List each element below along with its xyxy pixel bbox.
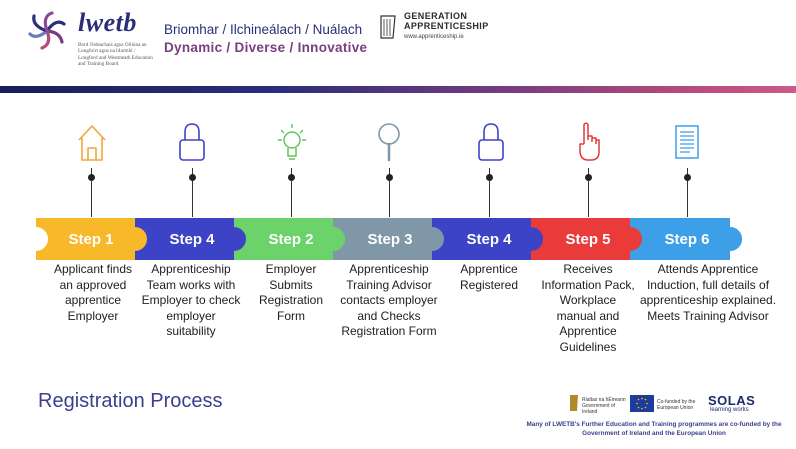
connector-line — [489, 168, 491, 178]
lightbulb-icon — [278, 124, 306, 160]
lwetb-swirl-logo-icon — [28, 11, 66, 50]
connector-line — [291, 168, 293, 178]
timeline-dot — [486, 174, 493, 181]
connector-line — [91, 181, 93, 217]
step-description: Employer Submits Registration Form — [258, 262, 324, 323]
ga-title-line2: APPRENTICESHIP — [404, 20, 489, 31]
house-icon — [78, 125, 106, 161]
tagline-english: Dynamic / Diverse / Innovative — [164, 40, 368, 55]
step-band — [234, 218, 346, 260]
lock-icon — [478, 123, 504, 161]
lock-icon — [179, 123, 205, 161]
lwetb-subtitle: Bord Oideachais agus Oiliúna an Longfoir… — [78, 42, 153, 68]
document-icon — [675, 125, 699, 159]
timeline-dot — [288, 174, 295, 181]
step-description: Apprentice Registered — [459, 262, 519, 292]
generation-apprenticeship-logo: GENERATION APPRENTICESHIP — [404, 11, 489, 31]
step-band — [432, 218, 544, 260]
timeline-dot — [88, 174, 95, 181]
step-band-tab — [718, 227, 742, 251]
solas-logo: SOLAS — [708, 393, 756, 408]
connector-line — [588, 168, 590, 178]
magnifier-icon — [378, 123, 400, 162]
connector-line — [291, 181, 293, 217]
step-label: Step 6 — [664, 231, 710, 248]
step-band — [135, 218, 247, 260]
step-band — [333, 218, 445, 260]
step-band — [531, 218, 643, 260]
timeline-dot — [585, 174, 592, 181]
page-title: Registration Process — [38, 390, 223, 412]
connector-line — [192, 181, 194, 217]
step-label: Step 2 — [268, 231, 314, 248]
ga-title-line1: GENERATION — [404, 11, 468, 21]
step-label: Step 4 — [466, 231, 512, 248]
connector-line — [192, 168, 194, 178]
timeline-dot — [189, 174, 196, 181]
step-description: Apprenticeship Team works with Employer … — [141, 262, 241, 338]
eu-cofunded-text: Co-funded by the European Union — [657, 399, 696, 411]
step-label: Step 3 — [367, 231, 413, 248]
step-description: Apprenticeship Training Advisor contacts… — [340, 262, 438, 338]
step-description: Applicant finds an approved apprentice E… — [53, 262, 133, 323]
solas-subtitle: learning works — [710, 407, 749, 413]
header: lwetb Bord Oideachais agus Oiliúna an Lo… — [0, 0, 796, 93]
step-description: Attends Apprentice Induction, full detai… — [639, 262, 777, 323]
timeline-dot — [684, 174, 691, 181]
step-description: Receives Information Pack, Workplace man… — [541, 262, 635, 354]
harp-icon — [570, 395, 578, 411]
header-gradient-rule — [0, 86, 796, 93]
connector-line — [389, 168, 391, 178]
connector-line — [91, 168, 93, 178]
funding-note: Many of LWETB's Further Education and Tr… — [526, 421, 782, 437]
step-label: Step 5 — [565, 231, 611, 248]
government-of-ireland-logo: Rialtas na hÉireann Government of Irelan… — [568, 394, 628, 416]
connector-line — [588, 181, 590, 217]
step-label: Step 4 — [169, 231, 215, 248]
pointer-hand-icon — [579, 122, 600, 161]
eu-flag-icon — [630, 395, 654, 412]
connector-line — [687, 168, 689, 178]
connector-line — [687, 181, 689, 217]
timeline-dot — [386, 174, 393, 181]
connector-line — [389, 181, 391, 217]
connector-line — [489, 181, 491, 217]
lwetb-wordmark: lwetb — [78, 8, 137, 37]
tagline-irish: Briomhar / Ilchineálach / Nuálach — [164, 22, 363, 37]
step-band — [36, 218, 148, 260]
step-band — [630, 218, 742, 260]
gov-line2: Government of Ireland — [582, 403, 616, 415]
ga-url: www.apprenticeship.ie — [404, 34, 464, 40]
harp-icon — [380, 15, 396, 39]
gov-line1: Rialtas na hÉireann — [582, 397, 626, 403]
step-label: Step 1 — [68, 231, 114, 248]
